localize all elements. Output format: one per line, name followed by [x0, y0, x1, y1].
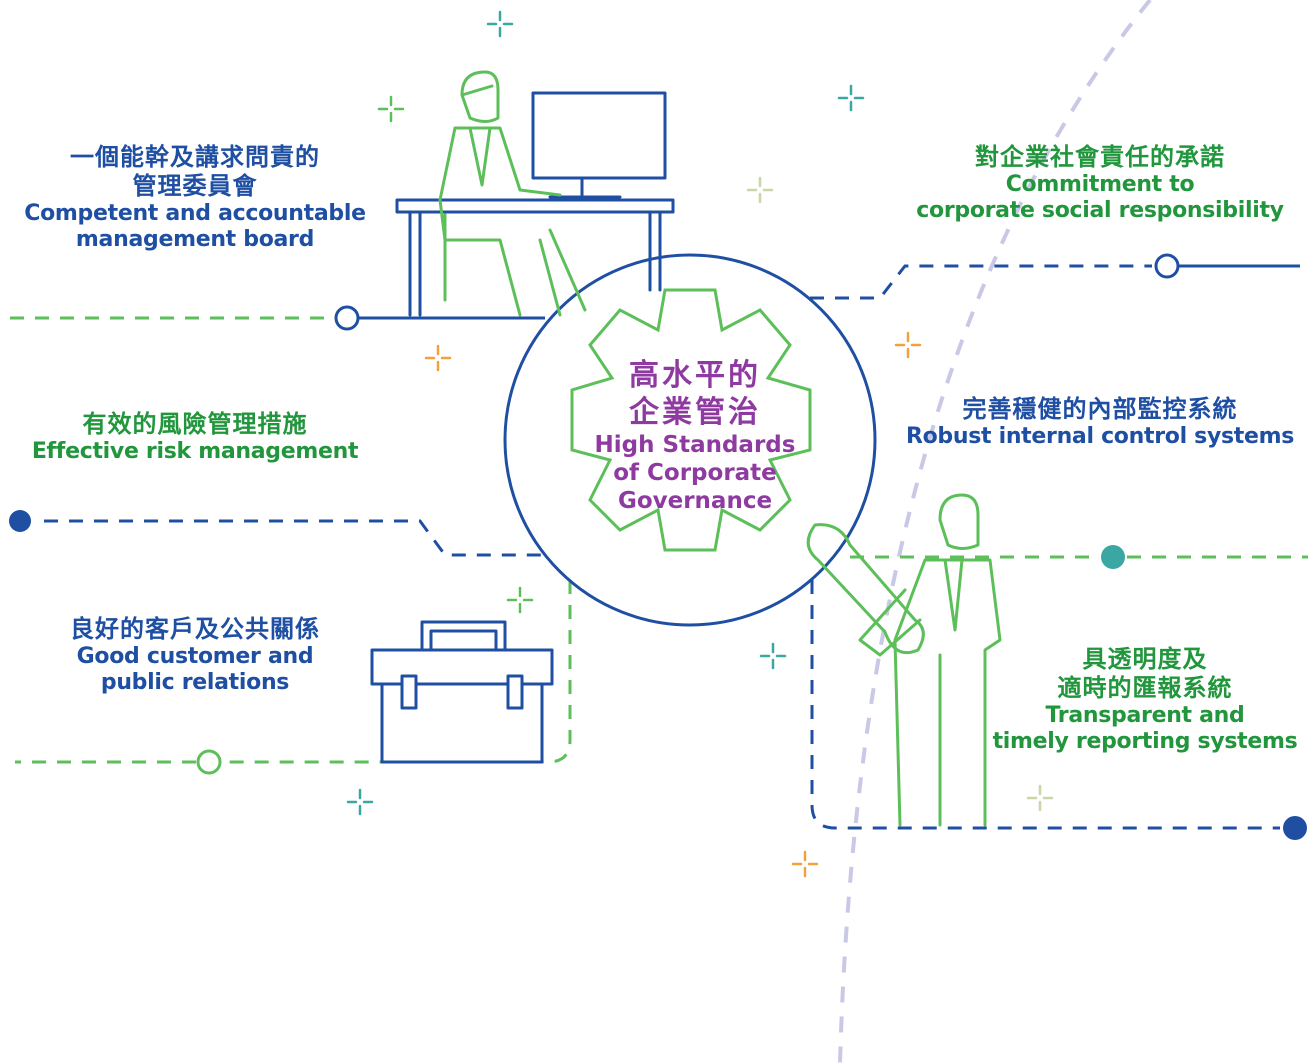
briefcase-icon	[370, 620, 554, 764]
center-title-en-line1: High Standards	[594, 432, 796, 459]
pillar-control-zh-line1: 完善穩健的內部監控系統	[962, 395, 1238, 423]
pillar-csr-en-line2: corporate social responsibility	[916, 198, 1284, 224]
pillar-reporting-label: 具透明度及 適時的匯報系統 Transparent and timely rep…	[980, 645, 1308, 755]
pillar-reporting-zh-line2: 適時的匯報系統	[1057, 673, 1233, 702]
pillar-board-zh-line2: 管理委員會	[132, 171, 258, 200]
pillar-board-label: 一個能幹及講求問責的 管理委員會 Competent and accountab…	[10, 143, 380, 253]
connector-reporting	[810, 580, 1307, 840]
pillar-board-en-line1: Competent and accountable	[24, 200, 366, 226]
pillar-csr-en-line1: Commitment to	[1005, 171, 1195, 197]
pillar-control-label: 完善穩健的內部監控系統 Robust internal control syst…	[900, 395, 1300, 450]
pillar-reporting-en-line2: timely reporting systems	[992, 728, 1298, 754]
center-title-en-line3: Governance	[617, 488, 773, 515]
center-circle	[503, 253, 877, 627]
pillar-board-zh-line1: 一個能幹及講求問責的	[70, 143, 320, 171]
person-with-wrench-icon	[806, 493, 1002, 827]
pillar-csr-label: 對企業社會責任的承諾 Commitment to corporate socia…	[900, 143, 1300, 225]
connector-risk	[9, 510, 550, 557]
pillar-risk-label: 有效的風險管理措施 Effective risk management	[10, 410, 380, 465]
center-title-en-line2: of Corporate	[613, 460, 777, 487]
pillar-board-en-line2: management board	[75, 226, 315, 252]
pillar-customer-en-line2: public relations	[100, 670, 290, 696]
pillar-control-en-line1: Robust internal control systems	[905, 423, 1295, 449]
pillar-reporting-zh-line1: 具透明度及	[1082, 645, 1208, 673]
connector-control	[850, 545, 1308, 569]
connector-csr	[810, 253, 1300, 300]
center-title: 高水平的 企業管治 High Standards of Corporate Go…	[585, 358, 805, 515]
pillar-reporting-en-line1: Transparent and	[1045, 702, 1245, 728]
pillar-customer-zh-line1: 良好的客戶及公共關係	[70, 615, 320, 643]
center-title-zh-line2: 企業管治	[629, 394, 761, 430]
sparkle-icon	[346, 10, 1054, 878]
pillar-risk-en-line1: Effective risk management	[31, 438, 359, 464]
pillar-customer-en-line1: Good customer and	[76, 643, 314, 669]
person-at-computer-icon	[395, 70, 675, 317]
connector-customer	[15, 580, 572, 775]
center-title-zh-line1: 高水平的	[629, 358, 761, 393]
pillar-customer-label: 良好的客戶及公共關係 Good customer and public rela…	[10, 615, 380, 697]
pillar-risk-zh-line1: 有效的風險管理措施	[82, 410, 308, 438]
pillar-csr-zh-line1: 對企業社會責任的承諾	[975, 143, 1225, 171]
connector-board	[10, 305, 545, 331]
gear-icon	[570, 288, 812, 552]
